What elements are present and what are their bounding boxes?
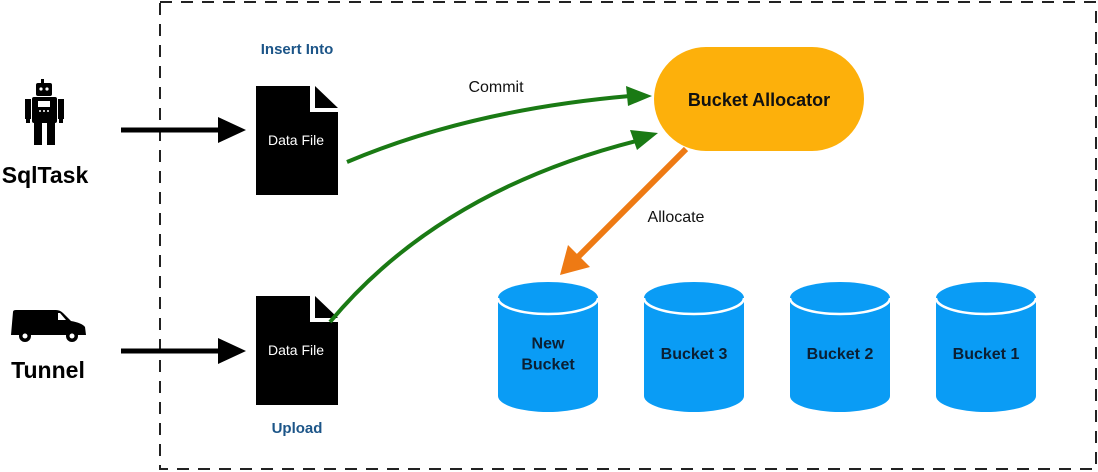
bucket-allocator: Bucket Allocator [654,47,864,151]
bucket-label: New [532,336,565,353]
data-file-upload: Data File Upload [256,296,338,437]
bucket-cylinder: Bucket 2 [788,282,892,412]
data-file-insert: Insert Into Data File [256,41,338,195]
edge-label-commit: Commit [468,79,524,96]
bucket-label: Bucket 2 [807,346,874,363]
system-boundary [159,1,1097,470]
document-icon [256,86,338,195]
allocator-label: Bucket Allocator [688,90,830,110]
actor-label-sqltask: SqlTask [2,162,89,188]
file-label-upload: Data File [268,342,324,358]
bucket-cylinder: Bucket 3 [642,282,746,412]
bucket-label: Bucket [521,357,575,374]
van-icon [11,310,86,342]
arrow-allocate [560,146,689,275]
bucket-label: Bucket 3 [661,346,728,363]
arrow-commit-insert [346,86,652,164]
arrow-commit-upload [328,130,658,324]
actor-tunnel: Tunnel [11,310,86,383]
actor-label-tunnel: Tunnel [11,357,85,383]
bucket-label: Bucket 1 [953,346,1020,363]
robot-icon [25,79,64,145]
file-label-insert: Data File [268,132,324,148]
arrow-sqltask-to-file [121,117,246,143]
document-icon [256,296,338,405]
actor-sqltask: SqlTask [2,79,89,188]
caption-insert-into: Insert Into [261,41,334,58]
arrow-tunnel-to-file [121,338,246,364]
caption-upload: Upload [272,420,323,437]
edge-label-allocate: Allocate [648,209,705,226]
bucket-cylinder: Bucket 1 [934,282,1038,412]
